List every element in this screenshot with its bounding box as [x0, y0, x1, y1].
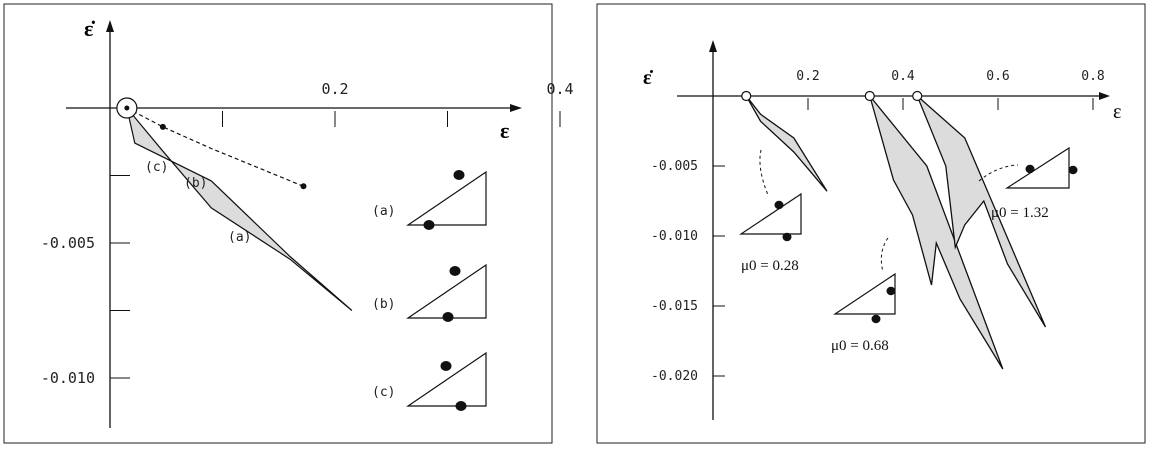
inset-triangle-a — [406, 351, 487, 407]
marker-label-a: (a) — [228, 230, 251, 245]
x-tick-label-b: 0.8 — [1081, 69, 1104, 84]
marker-point-a — [159, 123, 166, 130]
curve-label-b: μ0 = 1.32 — [991, 205, 1049, 221]
y-tick-label-b: -0.015 — [651, 299, 698, 314]
start-circle-b — [741, 90, 752, 102]
inset-ball-b — [774, 200, 784, 210]
chart-b: ε̇ ε 0.2 0.4 0.6 0.8 -0.005 -0.010 -0.015 -0.02… — [596, 3, 1146, 444]
phase-band-b — [916, 95, 1047, 328]
connector-b — [759, 149, 769, 196]
inset-label-a: (c) — [372, 385, 395, 400]
phase-band-b — [745, 95, 828, 192]
inset-label-a: (b) — [372, 297, 395, 312]
inset-ball-a — [423, 220, 435, 230]
phase-band-a — [126, 107, 353, 311]
y-tick-label-a: -0.010 — [41, 369, 95, 387]
y-tick-label-b: -0.010 — [651, 229, 698, 244]
chart-a-ylabel: ε̇ — [84, 16, 95, 41]
inset-triangle-b — [1004, 146, 1070, 189]
inset-triangle-b — [833, 272, 896, 315]
inset-triangle-b — [739, 192, 802, 235]
x-axis-arrow-a — [510, 104, 522, 112]
curve-label-b: μ0 = 0.68 — [831, 338, 889, 354]
chart-b-frame — [596, 3, 1146, 444]
marker-label-b: (b) — [184, 176, 207, 191]
y-tick-label-b: -0.005 — [651, 159, 698, 174]
connector-b — [880, 237, 889, 273]
curve-label-b: μ0 = 0.28 — [741, 258, 799, 274]
inset-ball-b — [886, 286, 896, 296]
x-tick-label-a: 0.4 — [546, 80, 573, 98]
start-circle-b — [912, 90, 923, 102]
inset-ball-a — [442, 312, 454, 322]
chart-panel-a: ε̇ ε 0.2 0.4 -0.005 -0.010 (c) (b) (a) (a) (b) (c… — [0, 0, 574, 453]
marker-point-a — [300, 183, 307, 190]
inset-ball-b — [871, 314, 881, 324]
inset-ball-a — [453, 170, 465, 180]
inset-ball-a — [440, 361, 452, 371]
start-circle-b — [864, 90, 875, 102]
chart-panel-b: ε̇ ε 0.2 0.4 0.6 0.8 -0.005 -0.010 -0.015 -0.02… — [593, 0, 1149, 453]
inset-label-a: (a) — [372, 204, 395, 219]
chart-b-ylabel: ε̇ — [643, 67, 654, 89]
dashed-path-a — [126, 107, 304, 187]
marker-label-c: (c) — [145, 160, 168, 175]
x-tick-label-b: 0.6 — [986, 69, 1009, 84]
x-tick-label-a: 0.2 — [321, 80, 348, 98]
inset-ball-a — [449, 266, 461, 276]
inset-ball-b — [782, 232, 792, 242]
y-tick-label-a: -0.005 — [41, 234, 95, 252]
chart-a: ε̇ ε 0.2 0.4 -0.005 -0.010 (c) (b) (a) (a) (b) (c… — [3, 3, 574, 444]
inset-ball-a — [455, 401, 467, 411]
y-axis-arrow-b — [709, 40, 717, 52]
x-tick-label-b: 0.2 — [796, 69, 819, 84]
chart-a-xlabel: ε — [500, 118, 509, 143]
inset-ball-b — [1068, 165, 1078, 175]
inset-triangle-a — [406, 170, 487, 226]
y-axis-arrow-a — [106, 20, 114, 32]
y-tick-label-b: -0.020 — [651, 369, 698, 384]
start-dot-a — [124, 105, 130, 111]
chart-b-xlabel: ε — [1113, 101, 1121, 123]
phase-band-b — [869, 95, 1004, 370]
inset-ball-b — [1025, 164, 1035, 174]
x-axis-arrow-b — [1099, 92, 1110, 100]
x-tick-label-b: 0.4 — [891, 69, 915, 84]
